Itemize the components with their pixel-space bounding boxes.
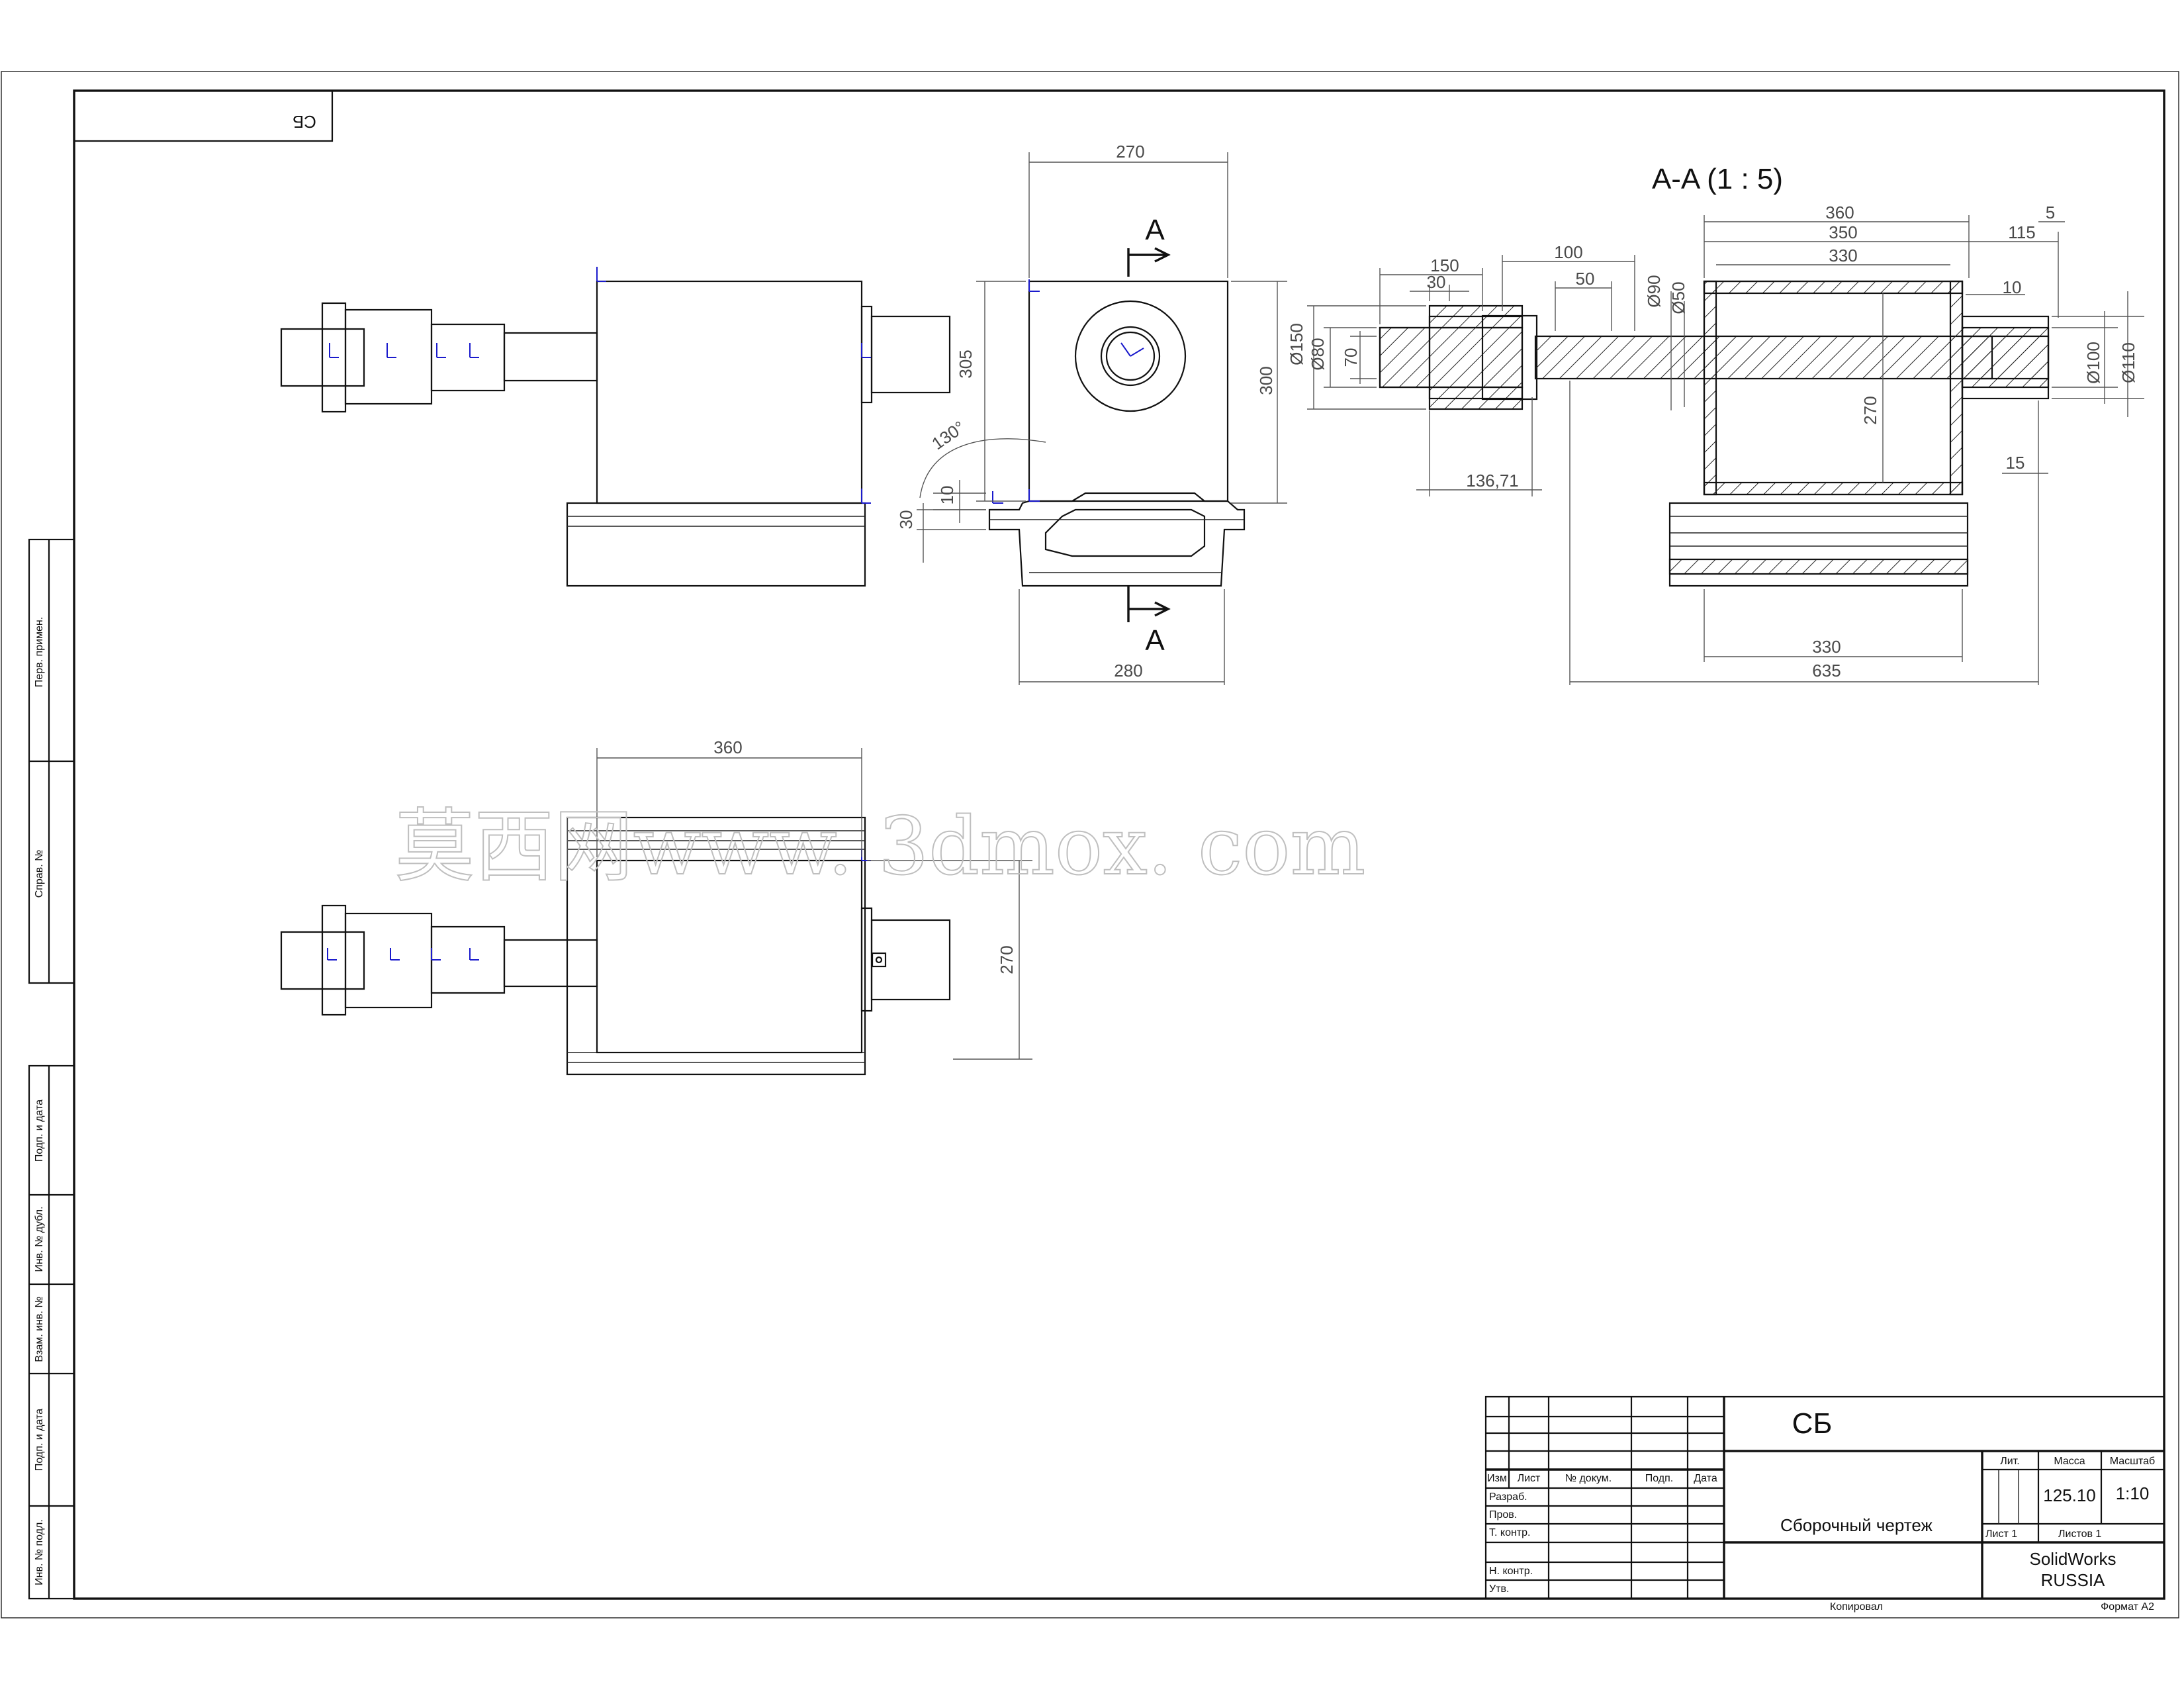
watermark: 莫西网www. 3dmox. com <box>395 801 1366 893</box>
sheets-total: Листов 1 <box>2058 1528 2101 1540</box>
side-stamp-0: Перв. примен. <box>34 617 45 687</box>
dim-front-angle: 130° <box>928 417 968 453</box>
dim-sec-136: 136,71 <box>1466 471 1519 491</box>
dim-sec-d50: Ø50 <box>1668 281 1688 314</box>
lit-label: Лит. <box>2000 1456 2019 1467</box>
scale-label: Масштаб <box>2110 1456 2155 1467</box>
format-label: Формат A2 <box>2101 1601 2154 1613</box>
side-stamp-column: Перв. примен. Справ. № Подп. и дата Инв.… <box>28 538 75 1600</box>
dim-sec-d100: Ø100 <box>2083 342 2103 384</box>
dim-sec-100: 100 <box>1554 242 1582 262</box>
dim-front-305: 305 <box>956 350 976 378</box>
section-title: A-A (1 : 5) <box>1652 163 1783 195</box>
side-stamp-5: Подп. и дата <box>34 1409 45 1471</box>
dim-sec-d150: Ø150 <box>1287 323 1306 365</box>
title-code: СБ <box>1792 1407 1833 1440</box>
section-view: A-A (1 : 5) 150 30 100 50 <box>1287 163 2144 685</box>
dim-sec-50: 50 <box>1576 269 1595 289</box>
role-tech-control: Т. контр. <box>1489 1527 1530 1538</box>
scale-value: 1:10 <box>2116 1483 2150 1503</box>
title-doc-type: Сборочный чертеж <box>1780 1515 1933 1535</box>
dim-sec-5: 5 <box>2046 203 2055 222</box>
hdr-sign: Подп. <box>1645 1473 1674 1484</box>
front-view: A A 270 305 300 280 130° 10 30 <box>896 142 1287 685</box>
dim-sec-635: 635 <box>1812 661 1841 680</box>
role-approved: Утв. <box>1489 1583 1509 1595</box>
dim-front-270: 270 <box>1116 142 1144 162</box>
corner-stamp-box <box>73 89 334 142</box>
dim-front-30: 30 <box>896 510 916 530</box>
dim-sec-150: 150 <box>1430 256 1459 275</box>
dim-sec-d90: Ø90 <box>1644 275 1664 307</box>
dim-plan-360: 360 <box>713 737 742 757</box>
dim-sec-350: 350 <box>1829 222 1857 242</box>
dim-sec-d80: Ø80 <box>1308 338 1328 370</box>
side-stamp-1: Справ. № <box>34 850 45 898</box>
corner-stamp: СБ <box>293 112 316 132</box>
role-developer: Разраб. <box>1489 1491 1527 1503</box>
dim-sec-15: 15 <box>2006 453 2025 473</box>
side-elevation-view <box>280 267 951 587</box>
section-mark-top: A <box>1145 214 1165 246</box>
hdr-date: Дата <box>1694 1473 1717 1484</box>
outer-frame <box>1 71 2179 1618</box>
copied-label: Копировал <box>1830 1601 1883 1613</box>
company-line-1: SolidWorks <box>2029 1549 2116 1569</box>
sheet-number: Лист 1 <box>1985 1528 2017 1540</box>
title-block: СБ Сборочный чертеж Изм Лист № докум. По… <box>1484 1395 2165 1600</box>
hdr-doc-num: № докум. <box>1565 1473 1612 1484</box>
plan-view: 360 270 <box>280 737 1032 1076</box>
dim-sec-d110: Ø110 <box>2118 342 2138 383</box>
dim-sec-360: 360 <box>1825 203 1854 222</box>
dim-sec-330-bottom: 330 <box>1812 637 1841 657</box>
side-stamp-6: Инв. № подл. <box>34 1519 45 1585</box>
dim-front-10: 10 <box>937 486 957 505</box>
mass-value: 125.10 <box>2043 1485 2096 1505</box>
mass-label: Масса <box>2054 1456 2085 1467</box>
role-norm-control: Н. контр. <box>1489 1566 1533 1577</box>
dim-sec-270: 270 <box>1860 396 1880 424</box>
dim-front-280: 280 <box>1114 661 1142 680</box>
company-line-2: RUSSIA <box>2041 1570 2105 1590</box>
dim-sec-10: 10 <box>2003 277 2022 297</box>
side-stamp-2: Подп. и дата <box>34 1100 45 1162</box>
dim-sec-330-top: 330 <box>1829 246 1857 265</box>
hdr-list: Лист <box>1518 1473 1541 1484</box>
hdr-izm: Изм <box>1487 1473 1507 1484</box>
dim-sec-30: 30 <box>1427 272 1446 292</box>
dim-front-300: 300 <box>1256 366 1276 395</box>
role-checker: Пров. <box>1489 1509 1517 1521</box>
side-stamp-3: Инв. № дубл. <box>34 1206 45 1272</box>
dim-sec-115: 115 <box>2008 222 2035 242</box>
dim-plan-270: 270 <box>997 945 1017 974</box>
side-stamp-4: Взам. инв. № <box>34 1296 45 1362</box>
dim-sec-70: 70 <box>1341 348 1361 367</box>
section-mark-bottom: A <box>1145 624 1165 657</box>
